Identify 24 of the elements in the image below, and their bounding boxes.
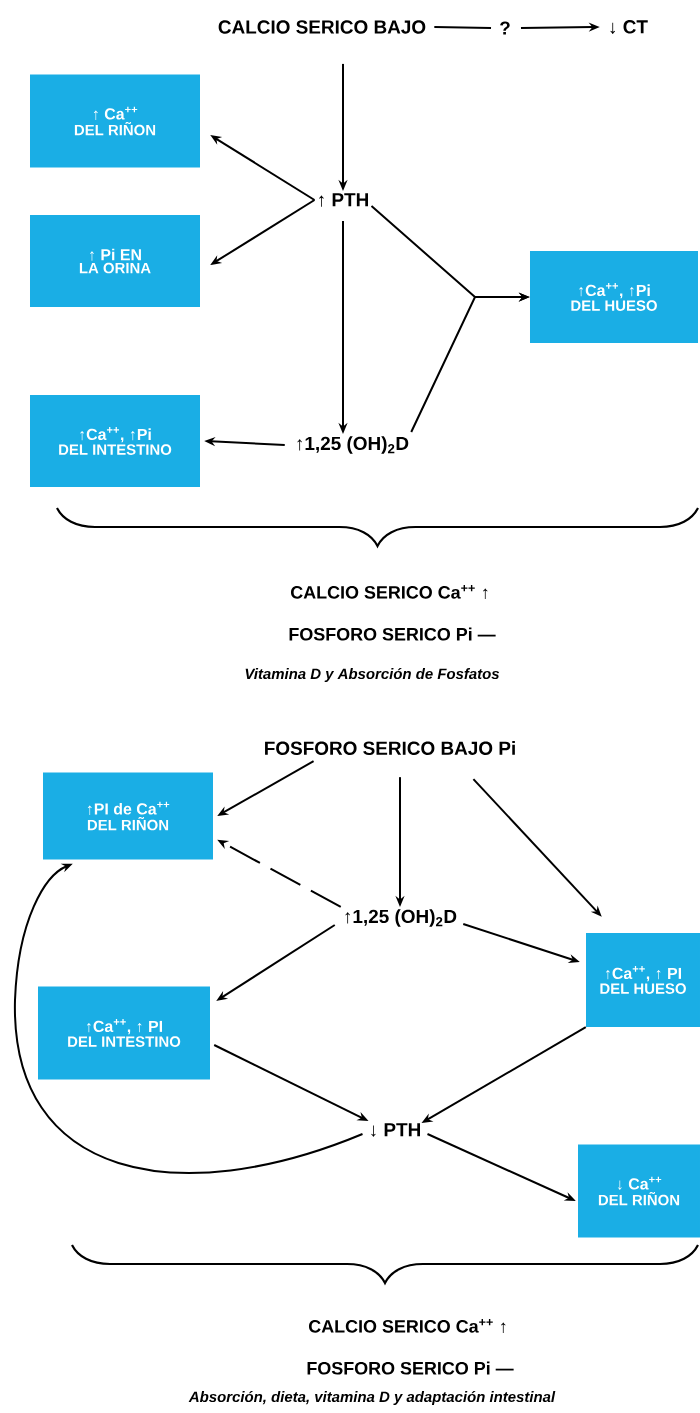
caption: Vitamina D y Absorción de Fosfatos xyxy=(245,668,500,683)
flow-text: ↓ CT xyxy=(610,20,648,34)
summary-text: FOSFORO SERICO Pi — xyxy=(307,1361,514,1375)
summary-text: FOSFORO SERICO Pi — xyxy=(289,627,496,641)
flow-text: ↓ PTH xyxy=(371,1123,420,1137)
summary-text: CALCIO SERICO Ca$^{++}$ ↑ xyxy=(291,584,488,600)
process-box: ↑ Ca$^{++}$ DEL RIÑON xyxy=(30,74,200,168)
flow-text: CALCIO SERICO BAJO xyxy=(218,20,426,34)
flow-text: ↑1,25 (OH)$_{2}$D xyxy=(297,436,409,454)
arrow xyxy=(14,863,364,1175)
process-box: ↑Ca$^{++}$, ↑ PI DEL INTESTINO xyxy=(38,986,210,1080)
connector-line xyxy=(433,26,492,29)
process-box: ↓ Ca$^{++}$ DEL RIÑON xyxy=(578,1144,700,1238)
process-box: ↑Ca$^{++}$, ↑Pi DEL HUESO xyxy=(530,251,698,343)
flow-text: ↑1,25 (OH)$_{2}$D xyxy=(345,909,457,927)
summary-text: CALCIO SERICO Ca$^{++}$ ↑ xyxy=(309,1318,506,1334)
process-box: ↑PI de Ca$^{++}$ DEL RIÑON xyxy=(43,772,213,860)
process-box: ↑Ca$^{++}$, ↑Pi DEL INTESTINO xyxy=(30,395,200,487)
flow-text: ? xyxy=(500,21,510,35)
flow-text: ↑ PTH xyxy=(319,193,368,207)
flow-text: FOSFORO SERICO BAJO Pi xyxy=(265,741,515,755)
process-box: ↑Ca$^{++}$, ↑ PI DEL HUESO xyxy=(586,933,700,1027)
process-box: ↑ Pi EN LA ORINA xyxy=(30,215,200,307)
caption: Absorción, dieta, vitamina D y adaptación intestinal xyxy=(188,1391,556,1406)
